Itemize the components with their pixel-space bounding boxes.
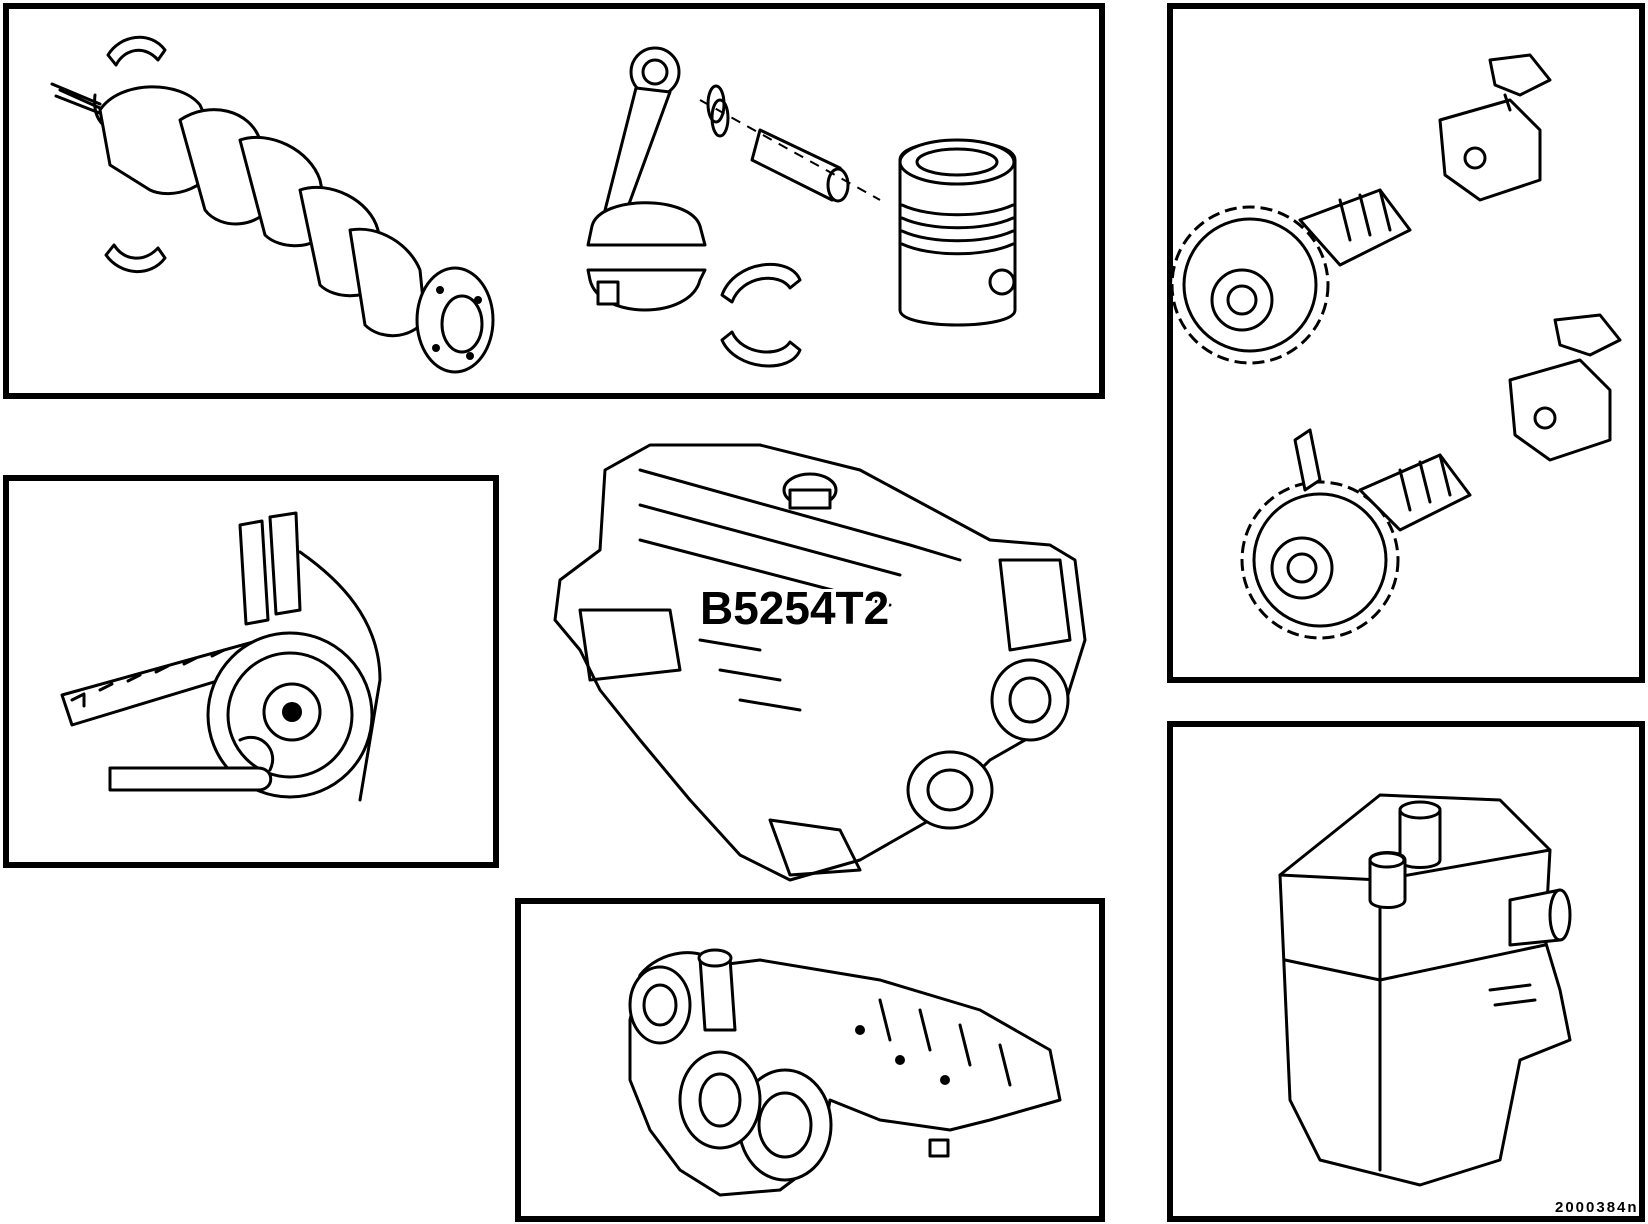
expansion-tank-icon	[1278, 793, 1572, 1187]
connecting-rod-icon	[586, 46, 707, 312]
vvt-gear-icon	[1170, 53, 1552, 365]
panel-turbocharger-manifold[interactable]	[515, 898, 1105, 1222]
tensioner-icon	[60, 511, 382, 802]
reference-code: 2000384n	[1555, 1199, 1639, 1216]
panel-camshaft-variable-valve-timing[interactable]	[1167, 3, 1645, 683]
rod-bearing-shells-icon	[720, 263, 802, 368]
crankshaft-icon	[50, 35, 495, 374]
piston-pin-icon	[699, 84, 881, 203]
turbocharger-icon	[628, 948, 1062, 1197]
panel-expansion-tank[interactable]: 2000384n	[1167, 721, 1645, 1222]
vvt-gear-icon-2	[1240, 313, 1622, 640]
engine-block-icon: B5254T2	[553, 443, 1087, 882]
engine-code-label: B5254T2	[700, 582, 889, 634]
piston-icon	[898, 138, 1017, 327]
panel-crankshaft-piston[interactable]	[3, 3, 1105, 399]
panel-timing-belt-tensioner[interactable]	[3, 475, 499, 868]
